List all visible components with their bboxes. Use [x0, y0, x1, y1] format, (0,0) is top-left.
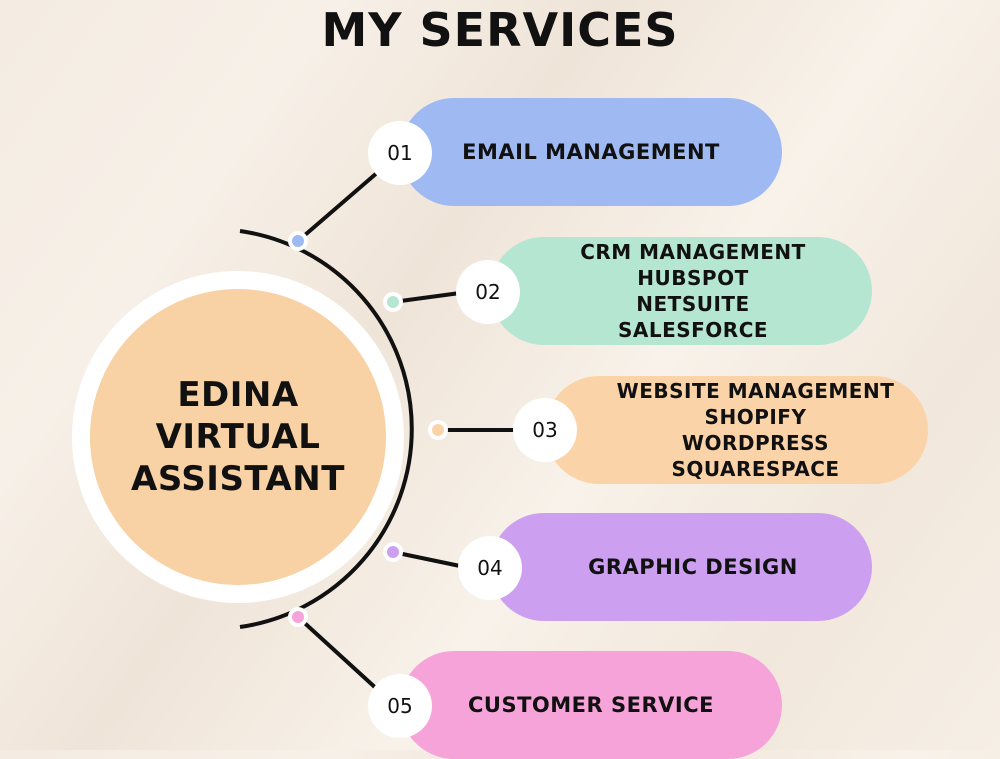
service-pill-04: GRAPHIC DESIGN — [490, 513, 872, 621]
dot-05-inner — [292, 611, 304, 623]
service-03-line-4: SQUARESPACE — [671, 457, 840, 481]
service-03-line-2: SHOPIFY — [704, 405, 807, 429]
connector-05 — [296, 615, 380, 692]
dot-01-inner — [292, 235, 304, 247]
service-number-02: 02 — [456, 260, 520, 324]
service-03-line-1: WEBSITE MANAGEMENT — [616, 379, 895, 403]
service-02-line-2: HUBSPOT — [637, 266, 749, 290]
service-02-line-3: NETSUITE — [636, 292, 750, 316]
main-arc — [239, 229, 414, 629]
service-02-line-4: SALESFORCE — [617, 318, 769, 342]
service-pill-03: WEBSITE MANAGEMENT SHOPIFY WORDPRESS SQU… — [545, 376, 928, 484]
service-pill-05: CUSTOMER SERVICE — [400, 651, 782, 759]
service-pill-01: EMAIL MANAGEMENT — [400, 98, 782, 206]
service-05-line-1: CUSTOMER SERVICE — [468, 693, 714, 717]
connector-04 — [392, 550, 461, 568]
hub-line-1: EDINA — [177, 375, 299, 415]
connector-02 — [392, 291, 461, 304]
hub-line-2: VIRTUAL — [155, 417, 321, 457]
service-number-05: 05 — [368, 674, 432, 738]
arc-dots — [288, 231, 448, 627]
service-number-01: 01 — [368, 121, 432, 185]
page-title: MY SERVICES — [321, 3, 679, 57]
hub-line-3: ASSISTANT — [131, 459, 345, 499]
dot-04-inner — [387, 546, 399, 558]
connector-01 — [296, 170, 380, 243]
service-01-line-1: EMAIL MANAGEMENT — [462, 140, 720, 164]
service-number-03: 03 — [513, 398, 577, 462]
hub-circle: EDINA VIRTUAL ASSISTANT — [90, 289, 386, 585]
service-04-line-1: GRAPHIC DESIGN — [588, 555, 798, 579]
dot-03-inner — [432, 424, 444, 436]
service-number-04: 04 — [458, 536, 522, 600]
dot-02-inner — [387, 296, 399, 308]
service-pill-02: CRM MANAGEMENT HUBSPOT NETSUITE SALESFOR… — [490, 237, 872, 345]
service-03-line-3: WORDPRESS — [681, 431, 830, 455]
service-02-line-1: CRM MANAGEMENT — [580, 240, 806, 264]
